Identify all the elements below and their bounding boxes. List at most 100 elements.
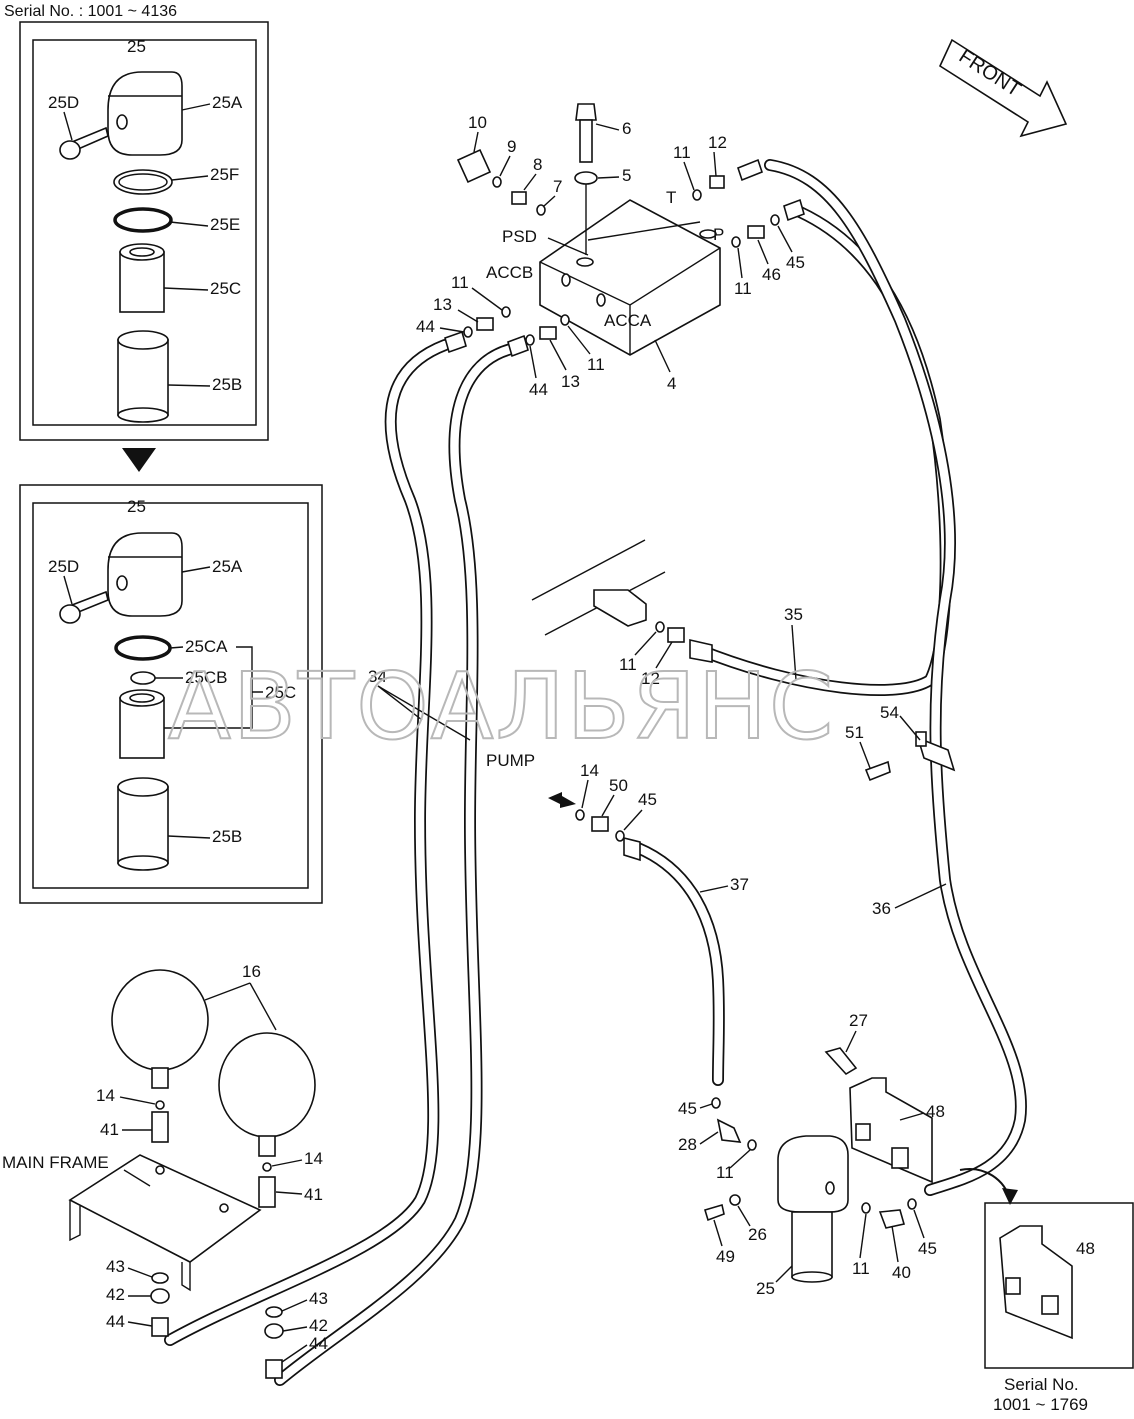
svg-text:25C: 25C	[265, 683, 296, 702]
bracket-48-icon	[849, 1077, 933, 1184]
svg-text:4: 4	[667, 374, 676, 393]
bleed-screw-icon	[59, 126, 109, 160]
inset-serial-label: Serial No.	[1004, 1375, 1079, 1394]
svg-text:28: 28	[678, 1135, 697, 1154]
svg-text:41: 41	[304, 1185, 323, 1204]
nut-42-icon	[150, 1288, 170, 1304]
filter-element-25c-icon	[119, 243, 165, 313]
svg-text:11: 11	[587, 355, 605, 374]
svg-text:5: 5	[622, 166, 631, 185]
svg-text:42: 42	[309, 1316, 328, 1335]
svg-text:26: 26	[748, 1225, 767, 1244]
callouts: 10 9 8 7 6 5 11 12 11 46 45 11 13 44 44 …	[2, 113, 947, 1363]
svg-text:13: 13	[561, 372, 580, 391]
elbow-28-icon	[716, 1118, 742, 1143]
svg-text:14: 14	[96, 1086, 115, 1105]
filter-assembly-25	[704, 1097, 917, 1283]
svg-text:11: 11	[673, 143, 691, 162]
serial-range-header: Serial No. : 1001 ~ 4136	[4, 3, 177, 20]
front-arrow-icon: FRONT	[938, 38, 1068, 138]
port-t: T	[666, 188, 676, 207]
bolt-49-icon	[704, 1203, 725, 1222]
svg-text:25CA: 25CA	[185, 637, 228, 656]
svg-text:51: 51	[845, 723, 864, 742]
label-25e: 25E	[210, 215, 240, 234]
svg-text:11: 11	[852, 1259, 870, 1278]
svg-text:35: 35	[784, 605, 803, 624]
adapter-41-icon	[151, 1111, 169, 1143]
inset-bracket-48: 48 Serial No. 1001 ~ 1769	[959, 1168, 1134, 1414]
accumulator-16-left-icon	[111, 969, 209, 1143]
port-psd: PSD	[502, 227, 537, 246]
washer-43-icon	[151, 1272, 169, 1284]
svg-text:11: 11	[734, 279, 752, 298]
svg-text:44: 44	[309, 1334, 328, 1353]
svg-text:25B: 25B	[212, 827, 242, 846]
o-ring-25ca-icon	[114, 635, 172, 661]
valve-block-4: PSD ACCB ACCA T P	[486, 188, 724, 356]
filter-head-icon	[107, 71, 183, 156]
bolt-6-icon	[575, 103, 597, 121]
svg-text:42: 42	[106, 1285, 125, 1304]
inset-serial-range: 1001 ~ 1769	[993, 1395, 1088, 1414]
svg-text:49: 49	[716, 1247, 735, 1266]
svg-text:36: 36	[872, 899, 891, 918]
hose-36	[764, 159, 1027, 1196]
svg-text:25D: 25D	[48, 557, 79, 576]
svg-text:25A: 25A	[212, 557, 243, 576]
svg-text:9: 9	[507, 137, 516, 156]
label-25c: 25C	[210, 279, 241, 298]
svg-text:34: 34	[368, 667, 387, 686]
label-25f: 25F	[210, 165, 239, 184]
fitting-block-icon	[593, 589, 647, 627]
svg-text:48: 48	[926, 1102, 945, 1121]
inset-filter-25-top: 25 25D 25A 25F	[19, 21, 269, 441]
filter-element-icon	[119, 697, 165, 759]
svg-text:16: 16	[242, 962, 261, 981]
o-ring-25e-icon	[113, 207, 173, 233]
bolt-51-icon	[864, 760, 891, 782]
svg-text:50: 50	[609, 776, 628, 795]
svg-text:46: 46	[762, 265, 781, 284]
o-ring-25cb-icon	[130, 671, 156, 685]
hose-37	[632, 842, 725, 1086]
label-25a: 25A	[212, 93, 243, 112]
filter-bowl-icon	[117, 786, 169, 864]
inset-filter-25-mid: 25 25D 25A 25CA 25CB 25C 25B	[19, 484, 323, 904]
pump-label: PUMP	[486, 751, 535, 770]
inset-top-title: 25	[127, 37, 146, 56]
elbow-40-icon	[878, 1209, 906, 1229]
svg-text:45: 45	[678, 1099, 697, 1118]
main-frame-bracket	[68, 1154, 262, 1292]
svg-text:45: 45	[638, 790, 657, 809]
port-acca: ACCA	[604, 311, 652, 330]
washer-26-icon	[729, 1194, 741, 1206]
svg-text:54: 54	[880, 703, 899, 722]
svg-text:44: 44	[529, 380, 548, 399]
svg-text:40: 40	[892, 1263, 911, 1282]
svg-text:27: 27	[849, 1011, 868, 1030]
fitting-12-icon	[709, 175, 725, 189]
fitting-50-icon	[591, 816, 609, 832]
svg-text:11: 11	[716, 1163, 734, 1182]
main-frame-label: MAIN FRAME	[2, 1153, 109, 1172]
svg-text:12: 12	[641, 669, 660, 688]
svg-text:11: 11	[451, 273, 469, 292]
clamp-54-icon	[915, 731, 956, 772]
fitting-8-icon	[511, 191, 527, 205]
svg-text:11: 11	[619, 655, 637, 674]
fitting-10-icon	[456, 148, 492, 184]
svg-text:6: 6	[622, 119, 631, 138]
filter-bowl-25b-icon	[117, 330, 169, 423]
label-25d: 25D	[48, 93, 79, 112]
svg-text:45: 45	[918, 1239, 937, 1258]
svg-text:44: 44	[416, 317, 435, 336]
bolt-27-icon	[824, 1047, 858, 1076]
inset-bottom-part: 48	[1076, 1239, 1095, 1258]
fitting-46-icon	[747, 225, 765, 239]
svg-text:41: 41	[100, 1120, 119, 1139]
svg-text:14: 14	[580, 761, 599, 780]
inset-mid-title: 25	[127, 497, 146, 516]
fitting-13-icon	[476, 317, 494, 331]
